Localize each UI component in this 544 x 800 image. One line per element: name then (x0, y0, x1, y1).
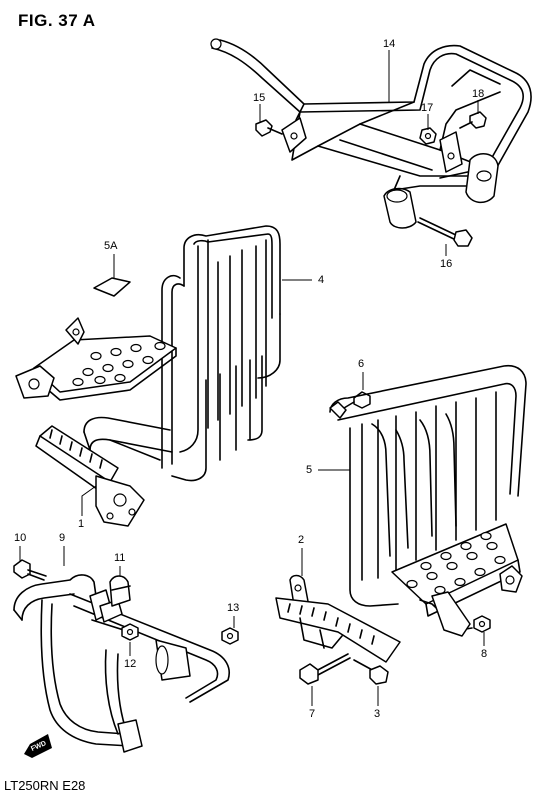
model-code: LT250RN E28 (4, 778, 86, 793)
callout-16: 16 (440, 258, 453, 270)
nut-12 (121, 623, 139, 641)
callout-11: 11 (114, 552, 126, 564)
nut-17 (419, 127, 437, 145)
callout-10: 10 (14, 532, 27, 544)
callout-5: 5 (306, 464, 313, 476)
front-marker (24, 734, 52, 758)
leader-lines (19, 50, 485, 706)
bolt-7 (299, 653, 351, 685)
callout-12: 12 (124, 658, 137, 670)
callout-7: 7 (309, 708, 316, 720)
nut-13 (221, 627, 239, 645)
bolt-10 (13, 559, 47, 581)
figure-title: FIG. 37 A (18, 11, 96, 30)
callout-5a: 5A (104, 240, 118, 252)
callout-4: 4 (318, 274, 325, 286)
right-guard (329, 364, 527, 637)
rear-bar-frame (210, 38, 532, 229)
bolt-3 (353, 659, 389, 685)
nut-8 (473, 615, 491, 633)
callout-17: 17 (421, 102, 434, 114)
callout-14: 14 (383, 38, 396, 50)
callout-15: 15 (253, 92, 266, 104)
callout-18: 18 (472, 88, 485, 100)
callout-8: 8 (481, 648, 488, 660)
clamp-11 (109, 575, 131, 607)
callout-3: 3 (374, 708, 381, 720)
callout-1: 1 (78, 518, 85, 530)
callout-13: 13 (227, 602, 240, 614)
callout-2: 2 (298, 534, 305, 546)
bolt-15 (255, 119, 283, 137)
left-footpeg (35, 425, 145, 527)
bolt-18 (459, 111, 487, 129)
right-footpeg (275, 574, 401, 663)
pad-5a (93, 277, 131, 297)
left-guard (15, 225, 281, 482)
callout-6: 6 (358, 358, 365, 370)
bolt-16 (417, 217, 473, 247)
lower-guard (13, 574, 230, 753)
callout-9: 9 (59, 532, 66, 544)
